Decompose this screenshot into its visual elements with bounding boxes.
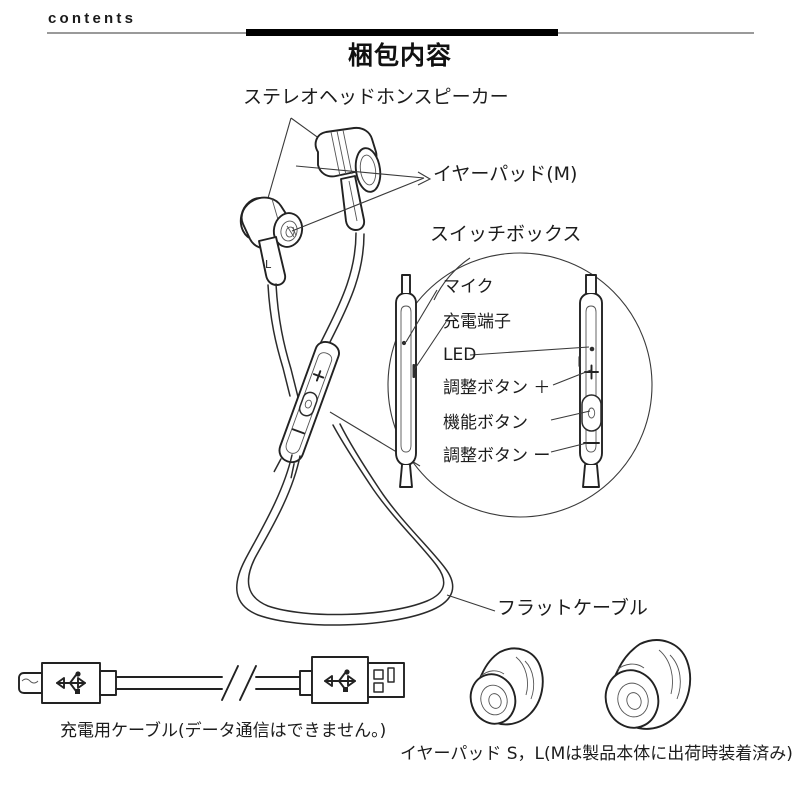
earbud-left: L bbox=[239, 196, 304, 286]
detail-label-led: LED bbox=[443, 345, 477, 365]
earphone-cables bbox=[267, 232, 365, 398]
earbud-left-mark: L bbox=[265, 258, 272, 271]
page-header: contents 梱包内容 bbox=[0, 0, 800, 70]
earpad-large bbox=[604, 639, 691, 730]
switchbox-front-view bbox=[578, 274, 603, 488]
earbud-right bbox=[314, 126, 382, 231]
callout-label-earpad-m: イヤーパッド(M) bbox=[433, 163, 578, 185]
detail-label-volume-up: 調整ボタン ＋ bbox=[443, 378, 551, 398]
callout-label-speaker: ステレオヘッドホンスピーカー bbox=[243, 86, 509, 108]
switchbox-inline bbox=[273, 341, 340, 479]
leader-earpad-m bbox=[291, 165, 432, 232]
callout-label-switchbox: スイッチボックス bbox=[430, 223, 582, 245]
usb-charging-cable bbox=[18, 656, 405, 704]
detail-label-charge-terminal: 充電端子 bbox=[443, 312, 511, 332]
usb-icon-right bbox=[324, 669, 356, 692]
usb-icon-left bbox=[56, 671, 86, 694]
switchbox-back-view bbox=[395, 274, 417, 488]
caption-usb-cable: 充電用ケーブル(データ通信はできません。) bbox=[60, 721, 387, 741]
flat-cable-loop bbox=[236, 423, 454, 626]
earpad-small bbox=[469, 647, 544, 726]
page-title: 梱包内容 bbox=[347, 41, 452, 70]
leader-flat-cable bbox=[446, 594, 496, 612]
callout-label-flat-cable: フラットケーブル bbox=[497, 597, 648, 619]
header-accent-bar bbox=[246, 29, 558, 36]
detail-label-volume-down: 調整ボタン ー bbox=[443, 446, 551, 466]
leader-switchbox-detail bbox=[329, 411, 421, 467]
section-label: contents bbox=[48, 10, 137, 27]
leader-speaker bbox=[261, 117, 350, 220]
caption-earpads-sl: イヤーパッド S，L(Mは製品本体に出荷時装着済み) bbox=[400, 744, 793, 764]
detail-label-mic: マイク bbox=[443, 277, 494, 297]
detail-label-function-button: 機能ボタン bbox=[443, 413, 528, 433]
